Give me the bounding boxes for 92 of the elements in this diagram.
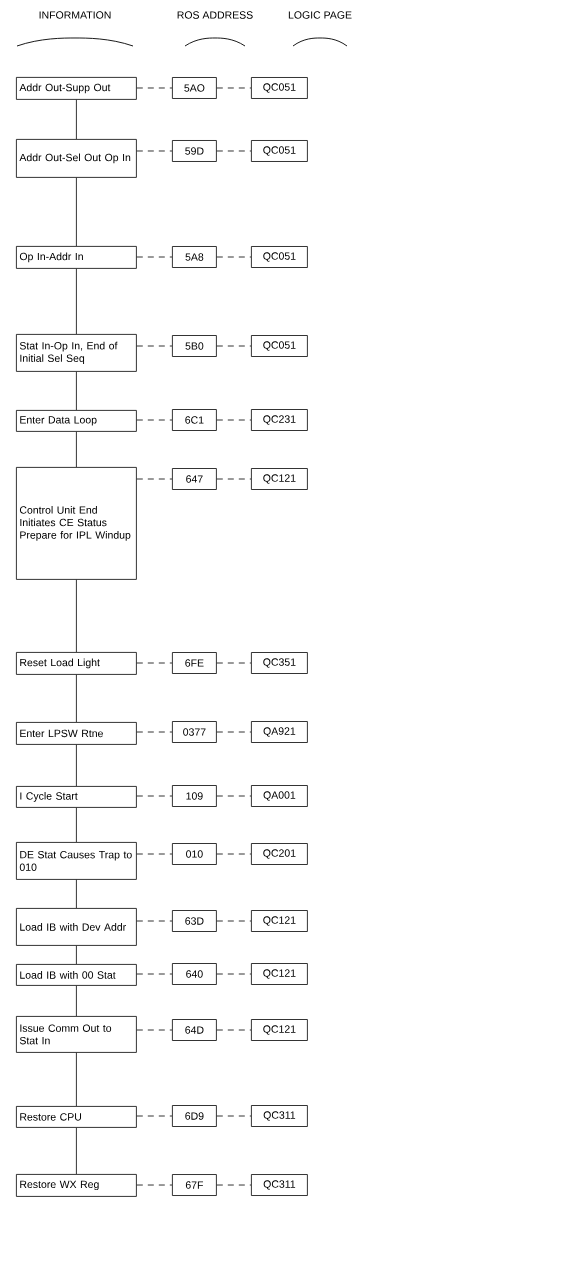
address-box: 5B0 — [172, 335, 217, 357]
connector-line — [76, 99, 77, 140]
address-box: 0377 — [172, 721, 217, 743]
connector-line — [76, 1127, 77, 1175]
address-box: 63D — [172, 910, 217, 932]
information-box: Addr Out-Sel Out Op In — [16, 139, 137, 178]
dashed-connector — [136, 345, 173, 347]
dashed-connector — [136, 920, 173, 922]
dashed-connector — [216, 920, 252, 922]
information-box: Restore WX Reg — [16, 1174, 137, 1197]
information-box: Reset Load Light — [16, 652, 137, 675]
dashed-connector — [216, 478, 252, 480]
dashed-connector — [216, 1184, 252, 1186]
information-box: Op In-Addr In — [16, 246, 137, 269]
address-box: 640 — [172, 963, 217, 985]
address-box: 6D9 — [172, 1105, 217, 1127]
information-box: Stat In-Op In, End of Initial Sel Seq — [16, 334, 137, 372]
dashed-connector — [216, 795, 252, 797]
information-box: Enter Data Loop — [16, 410, 137, 432]
address-box: 5AO — [172, 77, 217, 99]
logic-page-box: QC051 — [251, 335, 308, 357]
logic-page-box: QC121 — [251, 1019, 308, 1041]
connector-line — [76, 579, 77, 653]
logic-page-box: QA001 — [251, 785, 308, 807]
information-box: Control Unit End Initiates CE Status Prepare for IPL Windup — [16, 467, 137, 580]
information-box: Issue Comm Out to Stat In — [16, 1016, 137, 1053]
connector-line — [76, 744, 77, 787]
information-box: DE Stat Causes Trap to 010 — [16, 842, 137, 880]
logic-page-box: QC311 — [251, 1105, 308, 1127]
information-box: Load IB with 00 Stat — [16, 964, 137, 986]
dashed-connector — [216, 419, 252, 421]
dashed-connector — [136, 795, 173, 797]
dashed-connector — [216, 662, 252, 664]
logic-page-box: QC311 — [251, 1174, 308, 1196]
address-box: 109 — [172, 785, 217, 807]
address-box: 6C1 — [172, 409, 217, 431]
connector-line — [76, 177, 77, 247]
address-box: 5A8 — [172, 246, 217, 268]
dashed-connector — [216, 345, 252, 347]
connector-line — [76, 1052, 77, 1107]
logic-page-box: QC121 — [251, 963, 308, 985]
dashed-connector — [136, 87, 173, 89]
dashed-connector — [136, 256, 173, 258]
logic-page-box: QC201 — [251, 843, 308, 865]
connector-line — [76, 674, 77, 723]
address-box: 59D — [172, 140, 217, 162]
information-box: Addr Out-Supp Out — [16, 77, 137, 100]
logic-page-box: QC051 — [251, 246, 308, 268]
information-box: Restore CPU — [16, 1106, 137, 1128]
column-header: INFORMATION — [39, 11, 111, 19]
dashed-connector — [136, 731, 173, 733]
connector-line — [76, 985, 77, 1017]
dashed-connector — [216, 150, 252, 152]
logic-page-box: QC051 — [251, 140, 308, 162]
connector-line — [76, 431, 77, 468]
logic-page-box: QC051 — [251, 77, 308, 99]
dashed-connector — [136, 973, 173, 975]
connector-line — [76, 945, 77, 965]
address-box: 67F — [172, 1174, 217, 1196]
dashed-connector — [216, 973, 252, 975]
logic-page-box: QC121 — [251, 468, 308, 490]
information-box: Enter LPSW Rtne — [16, 722, 137, 745]
dashed-connector — [136, 419, 173, 421]
dashed-connector — [136, 1029, 173, 1031]
dashed-connector — [216, 853, 252, 855]
logic-page-box: QC351 — [251, 652, 308, 674]
logic-page-box: QA921 — [251, 721, 308, 743]
connector-line — [76, 879, 77, 909]
dashed-connector — [136, 1184, 173, 1186]
dashed-connector — [136, 478, 173, 480]
dashed-connector — [136, 1115, 173, 1117]
connector-line — [76, 268, 77, 335]
dashed-connector — [216, 256, 252, 258]
logic-page-box: QC231 — [251, 409, 308, 431]
information-box: I Cycle Start — [16, 786, 137, 808]
dashed-connector — [136, 853, 173, 855]
address-box: 64D — [172, 1019, 217, 1041]
connector-line — [76, 807, 77, 843]
information-box: Load IB with Dev Addr — [16, 908, 137, 946]
column-header: ROS ADDRESS — [177, 11, 253, 19]
connector-line — [76, 371, 77, 411]
dashed-connector — [136, 150, 173, 152]
logic-page-box: QC121 — [251, 910, 308, 932]
dashed-connector — [216, 1029, 252, 1031]
dashed-connector — [216, 87, 252, 89]
address-box: 6FE — [172, 652, 217, 674]
address-box: 010 — [172, 843, 217, 865]
dashed-connector — [136, 662, 173, 664]
column-header: LOGIC PAGE — [288, 11, 352, 19]
address-box: 647 — [172, 468, 217, 490]
dashed-connector — [216, 1115, 252, 1117]
dashed-connector — [216, 731, 252, 733]
